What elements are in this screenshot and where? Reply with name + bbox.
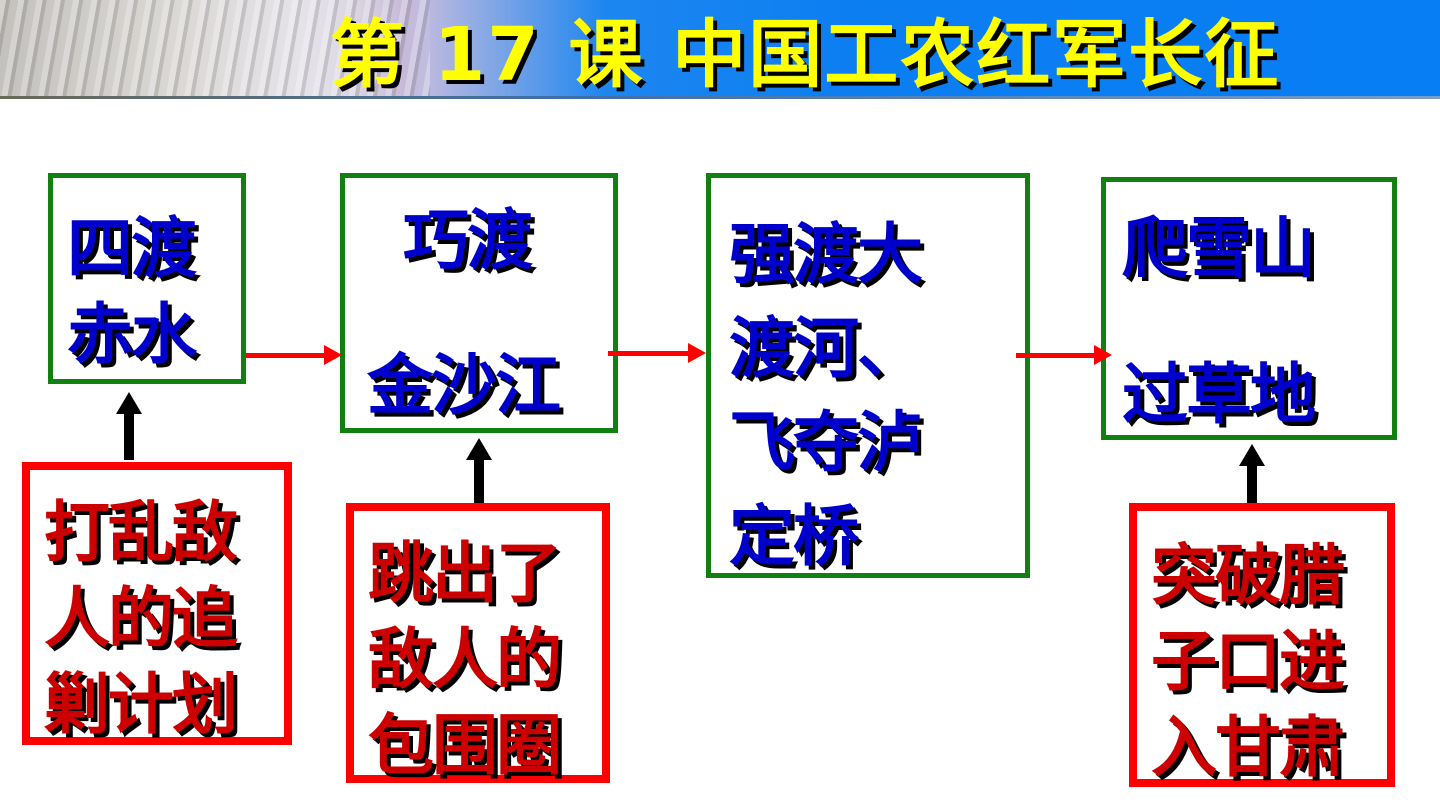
result-line: 敌人的 bbox=[368, 621, 562, 698]
event-box-chishui: 四渡 赤水 bbox=[48, 173, 246, 384]
event-line: 渡河、 bbox=[729, 310, 923, 387]
result-box-2: 跳出了 敌人的 包围圈 bbox=[346, 503, 610, 784]
event-box-dadu-luding: 强渡大 渡河、 飞夺泸 定桥 bbox=[706, 173, 1030, 578]
event-line: 飞夺泸 bbox=[729, 404, 923, 481]
result-arrow-1 bbox=[116, 392, 142, 460]
result-arrow-2 bbox=[466, 438, 492, 506]
event-line: 过草地 bbox=[1122, 356, 1316, 433]
event-box-jinshajiang: 巧渡 金沙江 bbox=[340, 173, 618, 433]
relief-sculpture-image bbox=[0, 0, 430, 98]
lesson-title: 第 17 课 中国工农红军长征 bbox=[330, 12, 1281, 98]
flow-arrow-1 bbox=[246, 345, 342, 365]
event-line: 金沙江 bbox=[367, 347, 561, 424]
event-line: 爬雪山 bbox=[1122, 210, 1316, 287]
result-box-3: 突破腊 子口进 入甘肃 bbox=[1129, 503, 1395, 787]
event-line: 四渡 bbox=[67, 210, 197, 287]
banner-divider bbox=[0, 96, 1440, 99]
result-arrow-3 bbox=[1239, 444, 1265, 506]
header-banner bbox=[0, 0, 1440, 99]
result-line: 打乱敌 bbox=[44, 494, 238, 571]
result-line: 入甘肃 bbox=[1151, 709, 1345, 786]
flow-arrow-3 bbox=[1016, 345, 1112, 365]
flow-arrow-2 bbox=[608, 343, 706, 363]
event-box-snow-grass: 爬雪山 过草地 bbox=[1101, 177, 1397, 440]
result-line: 剿计划 bbox=[44, 666, 238, 743]
event-line: 巧渡 bbox=[403, 202, 533, 279]
event-line: 赤水 bbox=[67, 296, 197, 373]
result-line: 突破腊 bbox=[1151, 537, 1345, 614]
result-line: 人的追 bbox=[44, 580, 238, 657]
result-line: 跳出了 bbox=[368, 535, 562, 612]
event-line: 定桥 bbox=[729, 498, 859, 575]
result-box-1: 打乱敌 人的追 剿计划 bbox=[22, 462, 292, 745]
event-line: 强渡大 bbox=[729, 216, 923, 293]
result-line: 子口进 bbox=[1151, 623, 1345, 700]
result-line: 包围圈 bbox=[368, 707, 562, 784]
